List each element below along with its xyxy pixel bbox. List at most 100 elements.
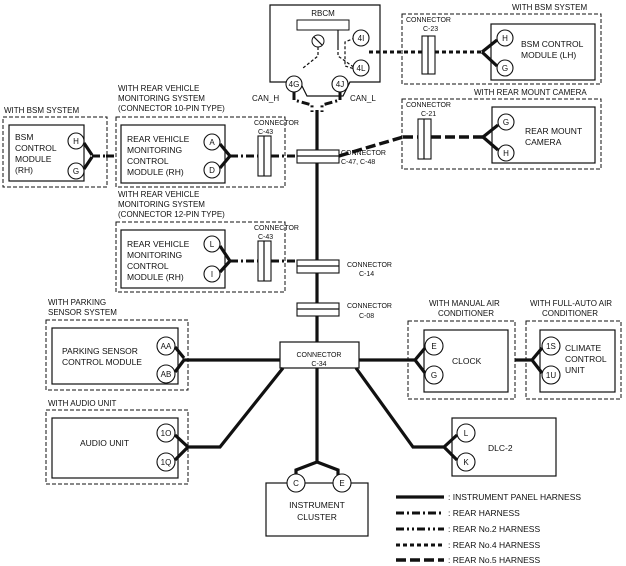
climate-pin-1u-label: 1U: [546, 371, 556, 380]
audio-group: WITH AUDIO UNIT AUDIO UNIT 1O 1Q: [45, 399, 189, 485]
rbcm-pin-4j-label: 4J: [336, 80, 344, 89]
cluster-pin-c: [286, 473, 306, 493]
can-h-label: CAN_H: [252, 94, 279, 103]
parking-pin-ab: [156, 364, 176, 384]
bsm-rh-pin-h-label: H: [73, 137, 79, 146]
cluster-pin-e: [332, 473, 352, 493]
clock-cond-1: WITH MANUAL AIR: [429, 299, 500, 308]
c34-word: CONNECTOR: [297, 352, 342, 359]
rear-camera-pin-h: [497, 144, 515, 162]
audio-pin-1o-label: 1O: [161, 429, 172, 438]
parking-name-2: CONTROL MODULE: [62, 357, 142, 367]
rvm10-conn-word: CONNECTOR: [254, 120, 299, 127]
dlc-pin-k: [456, 452, 476, 472]
dlc-group: DLC-2 L K: [451, 417, 557, 477]
bsm-lh-conn-id: C-23: [423, 26, 438, 33]
climate-pin-1u: [541, 365, 561, 385]
bsm-rh-pin-h: [67, 132, 85, 150]
parking-pin-aa-label: AA: [161, 342, 172, 351]
can-l-label: CAN_L: [350, 94, 376, 103]
climate-group: WITH FULL-AUTO AIR CONDITIONER CLIMATE C…: [525, 299, 622, 400]
audio-pin-1q: [156, 452, 176, 472]
rear-camera-name-1: REAR MOUNT: [525, 126, 582, 136]
audio-pin-1o: [156, 423, 176, 443]
rvm10-name-2: MONITORING: [127, 145, 182, 155]
rear-camera-group: WITH REAR MOUNT CAMERA CONNECTOR C-21 RE…: [401, 88, 602, 170]
c34-id: C-34: [311, 361, 326, 368]
rvm10-pin-d: [203, 161, 221, 179]
climate-name-3: UNIT: [565, 365, 585, 375]
rbcm-pin-4i: [352, 29, 370, 47]
climate-name-2: CONTROL: [565, 354, 607, 364]
parking-name-1: PARKING SENSOR: [62, 346, 138, 356]
dlc-name: DLC-2: [488, 443, 513, 453]
cluster-group: C E INSTRUMENT CLUSTER: [265, 460, 369, 537]
can-h-wire: [292, 92, 314, 112]
rvm12-conn-word: CONNECTOR: [254, 225, 299, 232]
c14-word: CONNECTOR: [347, 262, 392, 269]
climate-cond-1: WITH FULL-AUTO AIR: [530, 299, 612, 308]
rvm10-cond-3: (CONNECTOR 10-PIN TYPE): [118, 104, 225, 113]
rvm12-name-2: MONITORING: [127, 250, 182, 260]
rvm10-pin-a-label: A: [209, 138, 215, 147]
parking-group: WITH PARKING SENSOR SYSTEM PARKING SENSO…: [45, 298, 189, 391]
rvm10-group: WITH REAR VEHICLE MONITORING SYSTEM (CON…: [115, 84, 299, 188]
c47-id: C-47, C-48: [341, 159, 375, 166]
parking-cond-2: SENSOR SYSTEM: [48, 308, 117, 317]
legend-label-rear2: : REAR No.2 HARNESS: [448, 524, 540, 534]
rbcm-pin-4g-label: 4G: [289, 80, 300, 89]
rvm12-cond-1: WITH REAR VEHICLE: [118, 190, 199, 199]
c08-word: CONNECTOR: [347, 303, 392, 310]
rvm10-conn-id: C-43: [258, 129, 273, 136]
rear-camera-condition: WITH REAR MOUNT CAMERA: [474, 88, 587, 97]
parking-pin-aa: [156, 336, 176, 356]
audio-wire: [173, 367, 285, 462]
cluster-name-1: INSTRUMENT: [289, 500, 345, 510]
audio-name: AUDIO UNIT: [80, 438, 129, 448]
rvm10-name-4: MODULE (RH): [127, 167, 184, 177]
clock-cond-2: CONDITIONER: [438, 309, 494, 318]
dlc-wire: [354, 367, 459, 462]
bsm-rh-pin-g-label: G: [73, 167, 79, 176]
c14-id: C-14: [359, 271, 374, 278]
rbcm-module: RBCM 4I 4L 4G 4J CAN_H CAN_L: [252, 4, 381, 103]
dlc-pin-l: [456, 423, 476, 443]
rvm10-name-3: CONTROL: [127, 156, 169, 166]
bsm-lh-pin-h: [496, 29, 514, 47]
bsm-rh-pin-g: [67, 162, 85, 180]
rear-camera-name-2: CAMERA: [525, 137, 562, 147]
climate-pin-1s-label: 1S: [546, 342, 556, 351]
rvm12-name-1: REAR VEHICLE: [127, 239, 190, 249]
bsm-lh-condition: WITH BSM SYSTEM: [512, 3, 587, 12]
bsm-rh-group: WITH BSM SYSTEM BSM CONTROL MODULE (RH) …: [2, 106, 108, 188]
clock-wire: [359, 346, 427, 374]
rbcm-pin-4l: [352, 59, 370, 77]
bsm-lh-group: WITH BSM SYSTEM CONNECTOR C-23 BSM CONTR…: [401, 3, 602, 85]
rbcm-title-box: [296, 19, 350, 31]
rvm12-conn-id: C-43: [258, 234, 273, 241]
c47-word: CONNECTOR: [341, 150, 386, 157]
rear-camera-conn-word: CONNECTOR: [406, 102, 451, 109]
climate-name-1: CLIMATE: [565, 343, 602, 353]
rvm12-name-3: CONTROL: [127, 261, 169, 271]
bsm-rh-name-1: BSM: [15, 132, 33, 142]
bsm-lh-pin-g-label: G: [502, 64, 508, 73]
clock-pin-g-label: G: [431, 371, 437, 380]
rbcm-title: RBCM: [311, 9, 335, 18]
legend-label-ph: : INSTRUMENT PANEL HARNESS: [448, 492, 581, 502]
bsm-rh-name-3: MODULE: [15, 154, 52, 164]
clock-group: WITH MANUAL AIR CONDITIONER CLOCK E G: [407, 299, 516, 400]
clock-pin-g: [424, 365, 444, 385]
rvm12-name-4: MODULE (RH): [127, 272, 184, 282]
bsm-lh-conn-word: CONNECTOR: [406, 17, 451, 24]
rvm12-pin-i-label: I: [211, 270, 213, 279]
rvm12-cond-2: MONITORING SYSTEM: [118, 200, 205, 209]
cluster-pin-e-label: E: [339, 479, 344, 488]
legend-label-rear4: : REAR No.4 HARNESS: [448, 540, 540, 550]
cluster-name-2: CLUSTER: [297, 512, 337, 522]
bsm-lh-name-2: MODULE (LH): [521, 50, 576, 60]
parking-cond-1: WITH PARKING: [48, 298, 106, 307]
cluster-pin-c-label: C: [293, 479, 299, 488]
rvm10-pin-a: [203, 133, 221, 151]
